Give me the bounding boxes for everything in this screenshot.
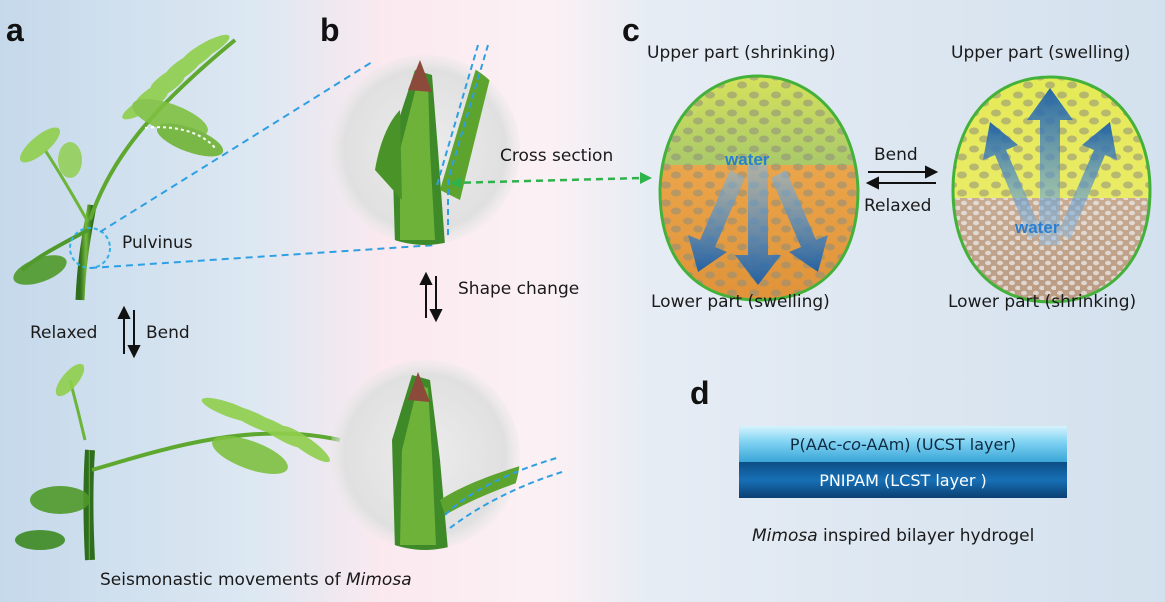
caption-d-italic: Mimosa [752, 526, 818, 546]
pulvinus-closeup-bent [330, 360, 563, 550]
pulvinus-closeup-relaxed [330, 44, 520, 245]
panel-label-c: c [622, 12, 640, 48]
relaxed-label-c: Relaxed [864, 196, 932, 216]
caption-d-rest: inspired bilayer hydrogel [817, 526, 1035, 546]
lower-part-shrinking-label: Lower part (shrinking) [948, 292, 1137, 312]
bend-label-c: Bend [874, 145, 918, 165]
cross-section-arrow [450, 172, 652, 189]
mimosa-plant-bent [15, 363, 341, 561]
caption-d: Mimosa inspired bilayer hydrogel [752, 526, 1034, 546]
bend-relaxed-arrows-c [865, 165, 939, 190]
water-label-left: water [725, 150, 770, 169]
shape-change-arrows [419, 271, 443, 323]
water-label-right: water [1015, 218, 1060, 237]
ucst-layer-italic: co [842, 434, 861, 454]
ucst-layer-bar: P(AAc-co-AAm) (UCST layer) [739, 426, 1067, 462]
mimosa-plant-relaxed [13, 34, 237, 301]
panel-label-b: b [320, 12, 340, 48]
caption-a-prefix: Seismonastic movements of [100, 570, 341, 590]
pulvinus-label: Pulvinus [122, 233, 193, 253]
shape-change-label: Shape change [458, 279, 580, 299]
bend-label-a: Bend [146, 323, 190, 343]
lcst-layer-label: PNIPAM (LCST layer ) [819, 470, 987, 490]
panel-label-d: d [690, 375, 710, 411]
lower-part-swelling-label: Lower part (swelling) [651, 292, 830, 312]
cross-section-label: Cross section [500, 146, 614, 166]
caption-a-italic: Mimosa [345, 570, 412, 590]
ucst-layer-prefix: P(AAc- [789, 434, 843, 454]
relaxed-label-a: Relaxed [30, 323, 98, 343]
lcst-layer-bar: PNIPAM (LCST layer ) [739, 462, 1067, 498]
panel-label-a: a [6, 12, 24, 48]
upper-part-swelling-label: Upper part (swelling) [951, 43, 1131, 63]
upper-part-shrinking-label: Upper part (shrinking) [647, 43, 836, 63]
caption-a: Seismonastic movements of Mimosa [100, 570, 412, 590]
relaxed-bend-arrows-a [117, 305, 141, 359]
ucst-layer-suffix: -AAm) (UCST layer) [860, 434, 1017, 454]
